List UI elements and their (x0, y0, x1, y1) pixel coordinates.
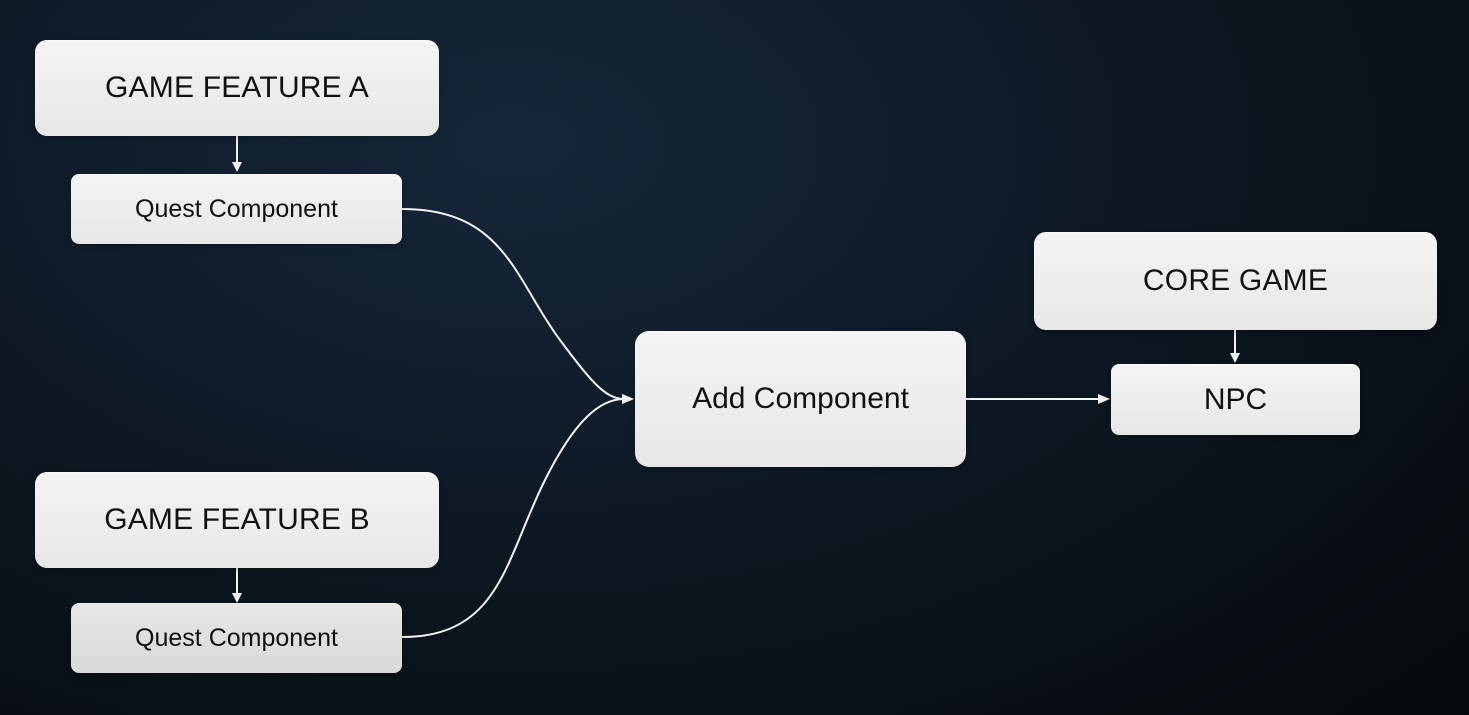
arrowhead-add-component-to-npc (1098, 394, 1110, 404)
add-component-box: Add Component (635, 331, 966, 467)
npc-label: NPC (1203, 382, 1268, 416)
quest-component-b-label: Quest Component (135, 623, 338, 652)
core-game-label: CORE GAME (1142, 264, 1329, 297)
core-game-box: CORE GAME (1034, 232, 1437, 330)
game-feature-a-box: GAME FEATURE A (35, 40, 439, 136)
add-component-label: Add Component (692, 382, 909, 415)
arrowhead-feature-b-to-quest-b (232, 593, 242, 603)
arrowhead-quest-b-to-add-component (622, 394, 634, 404)
connector-quest-a-to-add-component (401, 208, 625, 400)
quest-component-a-box: Quest Component (71, 174, 402, 244)
arrowhead-core-game-to-npc (1230, 353, 1240, 363)
quest-component-a-label: Quest Component (135, 194, 338, 223)
game-feature-a-label: GAME FEATURE A (105, 71, 369, 104)
quest-component-b-box: Quest Component (71, 603, 402, 673)
npc-box: NPC (1111, 364, 1360, 435)
arrowhead-feature-a-to-quest-a (232, 162, 242, 172)
game-feature-b-box: GAME FEATURE B (35, 472, 439, 568)
game-feature-b-label: GAME FEATURE B (104, 503, 370, 536)
connector-quest-b-to-add-component (401, 398, 625, 638)
